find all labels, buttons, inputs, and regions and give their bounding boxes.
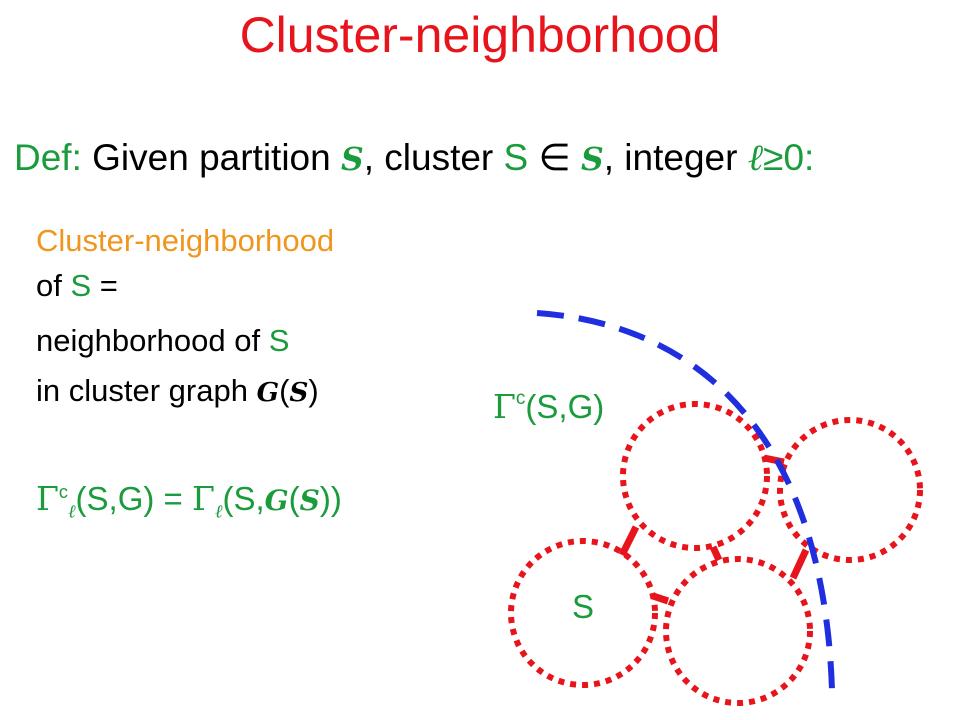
superscript-c: c [58, 482, 68, 502]
page-title: Cluster-neighborhood [239, 7, 721, 63]
cluster-symbol: S [70, 268, 92, 303]
gamma-symbol-2: Γ [191, 479, 215, 518]
explanation-line-3: neighborhood of S [36, 322, 289, 361]
cluster-s-label: S [572, 588, 594, 625]
edge-top-bottom [709, 545, 723, 562]
cluster-graph-symbol: G [256, 377, 280, 408]
equals-sign: = [91, 268, 118, 303]
element-of-symbol: ∈ [528, 137, 582, 178]
edge-s-bottom [651, 592, 670, 605]
cluster-circle-right [777, 417, 923, 563]
cluster-graph-symbol: G [264, 484, 289, 517]
explanation-line-4: in cluster graph G(S) [36, 372, 319, 411]
neighborhood-boundary [536, 310, 835, 691]
close-paren: ) [308, 373, 319, 408]
def-label: Def: [14, 137, 82, 178]
edge-bottom-right [789, 548, 810, 580]
explanation-text: in cluster graph [36, 373, 257, 408]
formula-rhs-close: )) [319, 480, 342, 517]
cluster-symbol: S [503, 137, 529, 178]
cluster-circle-top [620, 401, 770, 551]
def-text-1: Given partition [81, 137, 341, 178]
subscript-ell-2: ℓ [214, 501, 223, 523]
partition-symbol: S [341, 141, 364, 178]
edge-top-right [763, 454, 785, 466]
gamma-c-label: Γc(S,G) [493, 387, 604, 426]
ell-symbol: ℓ [747, 136, 764, 179]
open-paren: ( [279, 373, 290, 408]
partition-symbol-2: S [581, 141, 604, 178]
gamma-args: (S,G) [525, 388, 604, 425]
formula-lhs-args: (S,G) = [75, 480, 192, 517]
explanation-line-1: Cluster-neighborhood [36, 223, 335, 258]
superscript-c: c [516, 388, 526, 409]
formula-rhs-open: (S, [222, 480, 265, 517]
def-text-2: , cluster [363, 137, 504, 178]
explanation-text: of [36, 268, 71, 303]
def-text-3: , integer [603, 137, 748, 178]
edge-s-top [618, 525, 640, 557]
definition-line: Def: Given partition S, cluster S ∈ S, i… [14, 136, 814, 180]
cluster-symbol: S [268, 323, 290, 358]
gamma-symbol: Γ [36, 479, 59, 518]
formula-rhs-paren: ( [288, 480, 300, 517]
partition-symbol: S [289, 377, 309, 408]
ge-zero: ≥0: [763, 137, 815, 178]
formula-line: Γcℓ(S,G) = Γℓ(S,G(S)) [36, 478, 342, 521]
subscript-ell: ℓ [67, 501, 76, 523]
explanation-line-2: of S = [36, 267, 118, 306]
partition-symbol: S [299, 484, 320, 517]
explanation-text: neighborhood of [36, 323, 269, 358]
cluster-circle-bottom [663, 556, 813, 706]
gamma-symbol: Γ [493, 387, 516, 426]
cluster-circle-s [508, 538, 658, 688]
